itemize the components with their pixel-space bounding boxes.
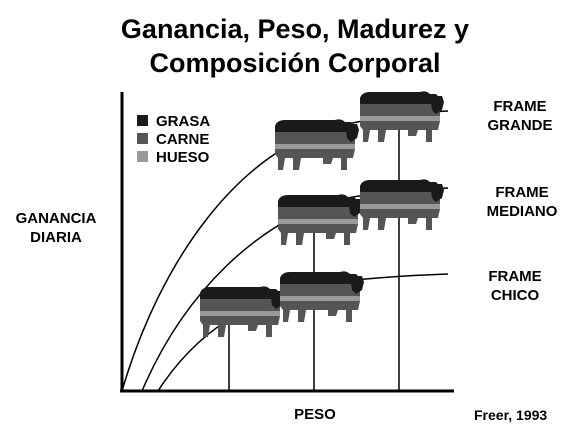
x-axis-label: PESO (294, 406, 336, 423)
title-line-1: Ganancia, Peso, Madurez y (120, 14, 470, 44)
legend-swatch-hueso (137, 151, 148, 162)
legend: GRASA CARNE HUESO (137, 113, 210, 166)
legend-label-grasa: GRASA (156, 113, 210, 130)
legend-label-carne: CARNE (156, 131, 209, 148)
title-line-2: Composición Corporal (149, 48, 441, 78)
label-frame-mediano-line-2: MEDIANO (486, 203, 558, 220)
label-frame-grande-line-2: GRANDE (487, 117, 553, 134)
y-axis-label-line-2: DIARIA (30, 229, 82, 246)
label-frame-mediano-line-1: FRAME (495, 184, 549, 201)
cow-grande-1 (275, 119, 359, 170)
label-frame-chico-line-1: FRAME (488, 268, 542, 285)
cow-grande-2 (360, 91, 444, 142)
label-frame-grande-line-1: FRAME (493, 98, 547, 115)
cow-mediano-2 (360, 179, 444, 230)
cow-chico-2 (280, 271, 364, 322)
label-frame-chico: FRAME CHICO (465, 267, 565, 305)
label-frame-chico-line-2: CHICO (490, 287, 540, 304)
y-axis-label-line-1: GANANCIA (15, 210, 97, 227)
source-citation: Freer, 1993 (474, 407, 548, 423)
cow-mediano-1 (278, 194, 362, 245)
label-frame-mediano: FRAME MEDIANO (468, 183, 576, 221)
cow-chico-1 (200, 286, 284, 337)
label-frame-grande: FRAME GRANDE (470, 97, 570, 135)
legend-label-hueso: HUESO (156, 149, 210, 166)
legend-swatch-grasa (137, 115, 148, 126)
legend-swatch-carne (137, 133, 148, 144)
y-axis-label: GANANCIA DIARIA (2, 209, 110, 247)
